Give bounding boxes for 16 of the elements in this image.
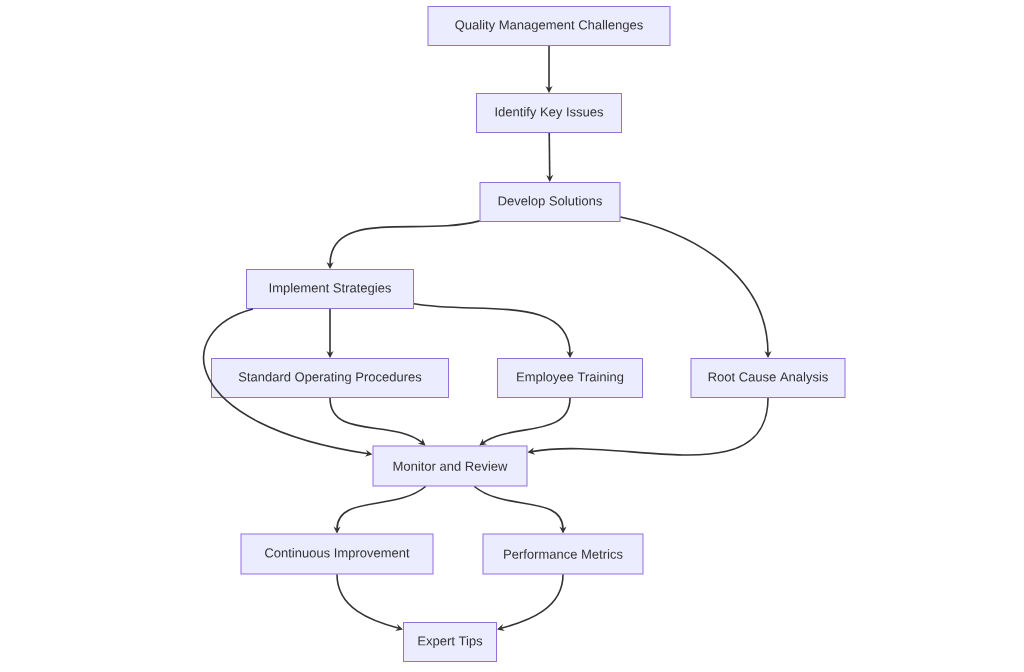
- process-box: Implement Strategies: [246, 269, 414, 309]
- process-box: Quality Management Challenges: [427, 6, 671, 46]
- process-box: Root Cause Analysis: [690, 358, 846, 398]
- arrow: [497, 573, 564, 632]
- process-box: Identify Key Issues: [476, 93, 622, 133]
- process-box: Expert Tips: [403, 622, 497, 662]
- process-box: Develop Solutions: [479, 182, 621, 222]
- process-box: Performance Metrics: [482, 533, 644, 575]
- process-box: Standard Operating Procedures: [211, 358, 449, 398]
- process-box: Continuous Improvement: [240, 533, 434, 575]
- arrow: [479, 397, 571, 446]
- process-box: Employee Training: [497, 358, 643, 398]
- process-box: Monitor and Review: [372, 445, 528, 487]
- arrow: [619, 216, 772, 358]
- arrow: [413, 302, 574, 358]
- arrow: [329, 397, 426, 446]
